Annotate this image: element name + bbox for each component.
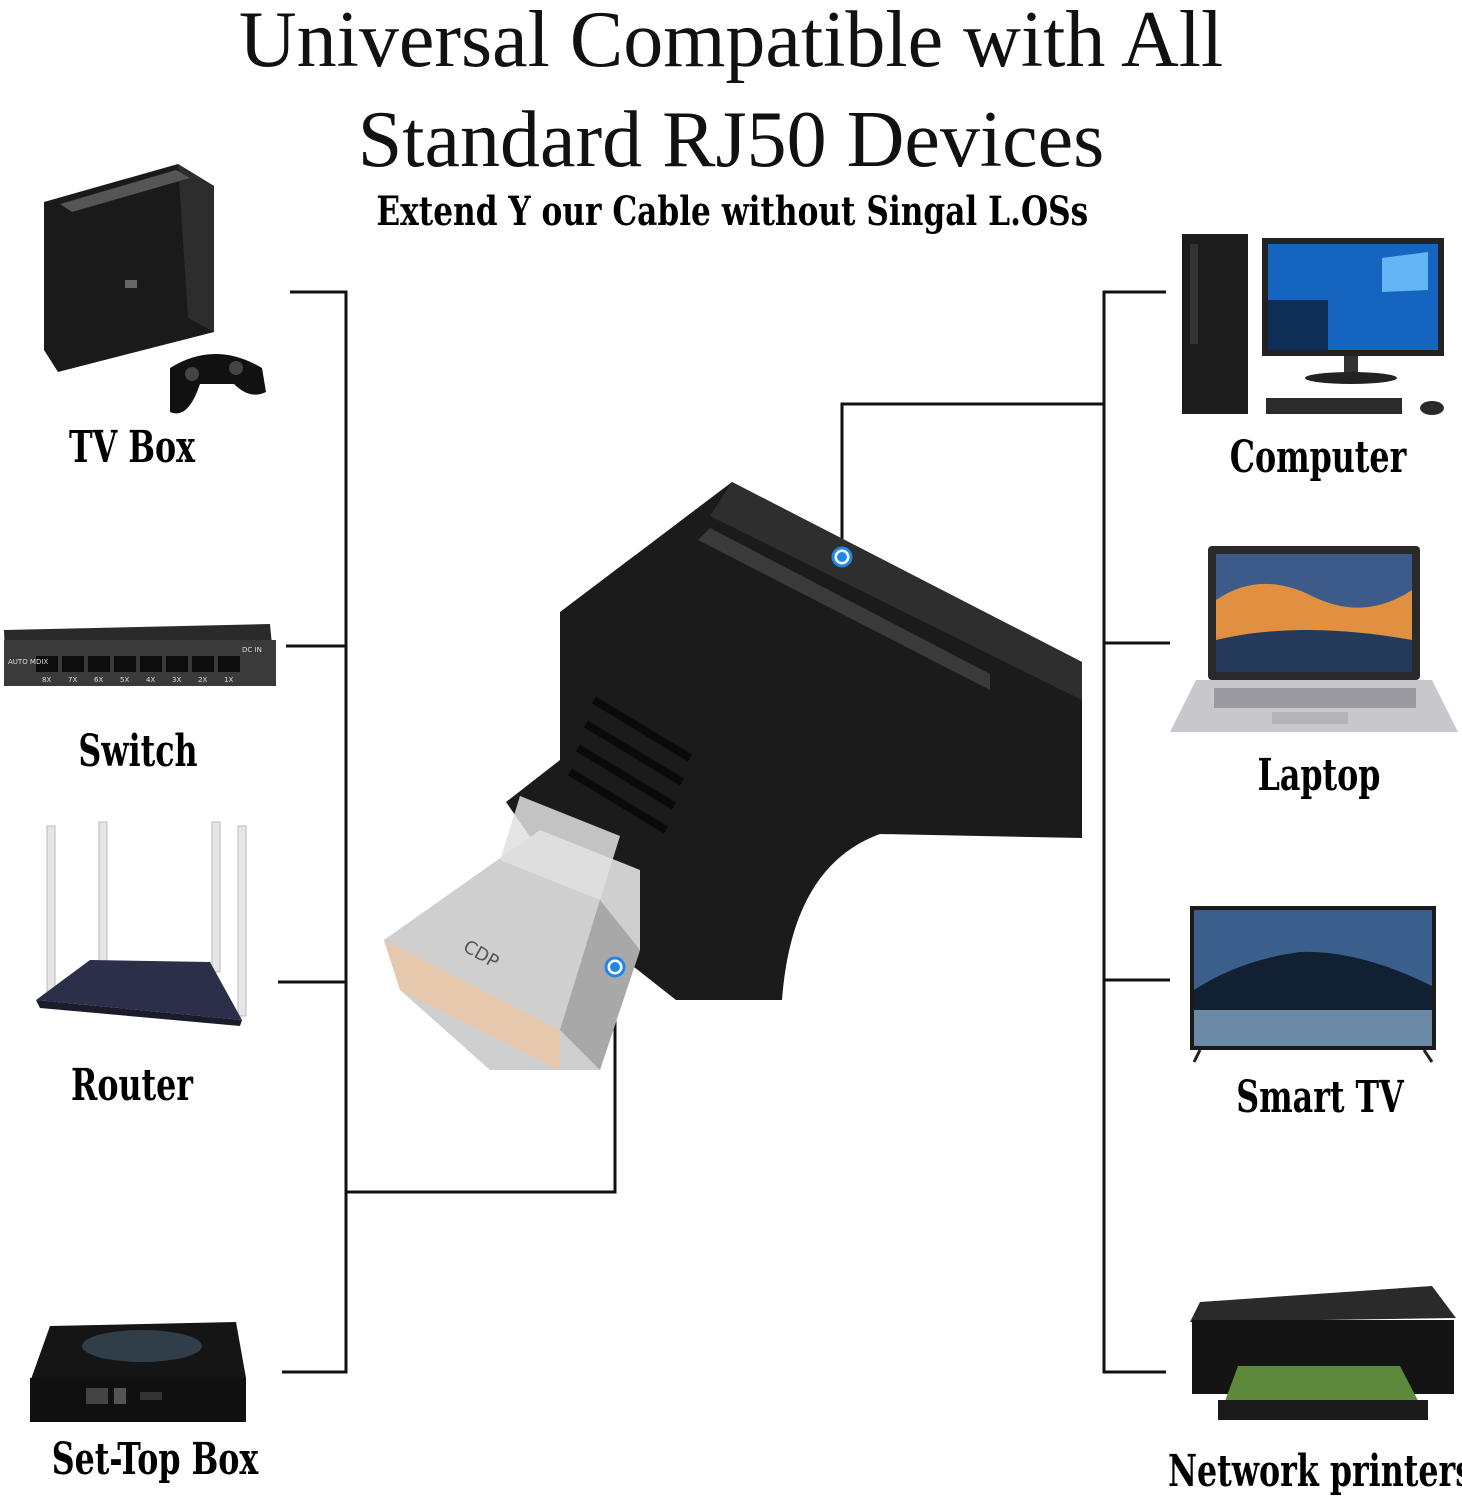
label-router: Router: [71, 1060, 193, 1111]
port-label: 7X: [68, 676, 77, 684]
switch-ports: [36, 656, 240, 672]
label-switch: Switch: [78, 726, 198, 777]
headline-line-2: Standard RJ50 Devices: [357, 96, 1105, 184]
printer-icon: [1190, 1286, 1456, 1420]
network-switch-icon: 8X 7X 6X 5X 4X 3X 2X 1X DC IN AUTO MDIX: [4, 624, 276, 686]
headline-line-1: Universal Compatible with All: [238, 0, 1224, 84]
set-top-box-icon: [30, 1322, 246, 1422]
label-network-printers: Network printers: [1168, 1446, 1462, 1497]
mode-label: AUTO MDIX: [8, 658, 48, 666]
laptop-icon: [1170, 546, 1458, 732]
port-label: 5X: [120, 676, 129, 684]
port-label: 4X: [146, 676, 155, 684]
label-set-top-box: Set-Top Box: [51, 1434, 259, 1485]
router-icon: [36, 821, 247, 1026]
port-label: 1X: [224, 676, 233, 684]
port-label: 3X: [172, 676, 181, 684]
label-tv-box: TV Box: [69, 422, 195, 473]
label-smart-tv: Smart TV: [1236, 1072, 1404, 1123]
dc-in-label: DC IN: [242, 646, 262, 654]
port-label: 6X: [94, 676, 103, 684]
rj50-adapter-icon: CDP: [384, 482, 1082, 1070]
label-laptop: Laptop: [1257, 750, 1381, 801]
tagline: Extend Y our Cable without Singal L.OSs: [376, 188, 1089, 235]
port-label: 8X: [42, 676, 51, 684]
tv-box-icon: [44, 164, 266, 414]
switch-port-labels: 8X 7X 6X 5X 4X 3X 2X 1X DC IN AUTO MDIX: [8, 646, 262, 684]
highlight-dots: [604, 546, 853, 978]
label-computer: Computer: [1229, 432, 1407, 483]
port-label: 2X: [198, 676, 207, 684]
desktop-computer-icon: [1182, 234, 1444, 415]
connector-lines: [278, 290, 1170, 1374]
smart-tv-icon: [1190, 906, 1436, 1063]
